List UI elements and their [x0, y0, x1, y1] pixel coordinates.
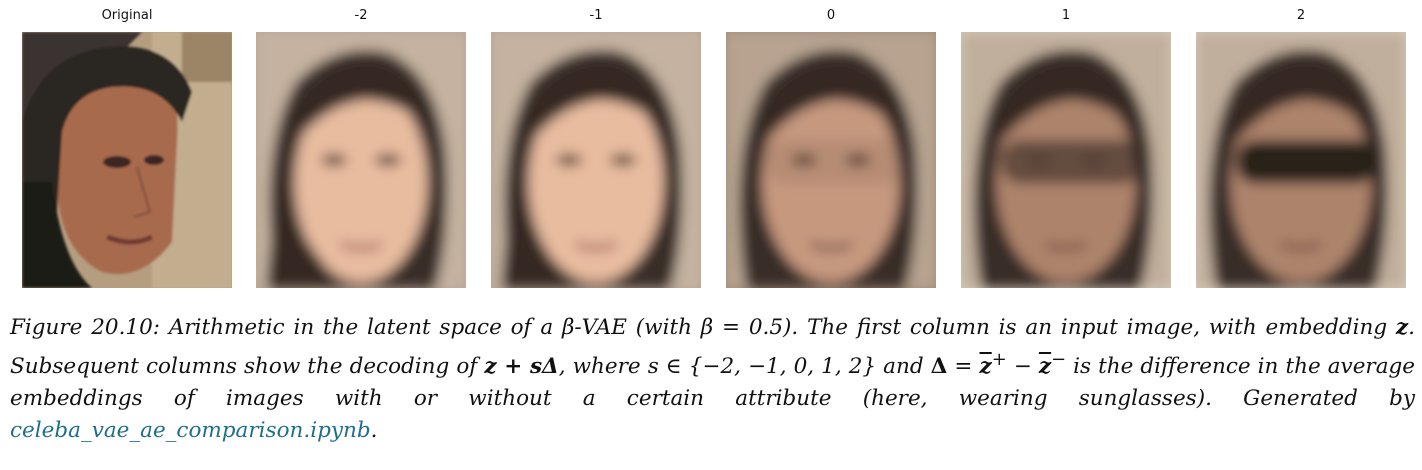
- face-image: [961, 32, 1171, 288]
- minus-sign: −: [1006, 354, 1039, 380]
- face-image: [256, 32, 466, 288]
- decoding-expression: z + sΔ: [484, 354, 559, 380]
- caption-mid1: ). The first column is an input image, w…: [783, 315, 1396, 340]
- panel-title: 2: [1296, 8, 1306, 23]
- equals-sign: =: [947, 354, 980, 380]
- delta-symbol: Δ: [930, 354, 948, 380]
- z-plus-bar: z: [979, 354, 992, 380]
- panel-title: 1: [1061, 8, 1071, 23]
- notebook-link[interactable]: celeba_vae_ae_comparison.ipynb: [10, 418, 371, 444]
- caption-prefix: Figure 20.10: Arithmetic in the latent s…: [10, 315, 562, 340]
- z-minus-bar: z: [1038, 354, 1052, 380]
- beta-equation: β = 0.5: [700, 315, 784, 340]
- caption-mid4: and: [876, 354, 931, 380]
- panel-title: -1: [589, 8, 603, 23]
- face-image: [22, 32, 232, 288]
- figure-caption: Figure 20.10: Arithmetic in the latent s…: [10, 312, 1415, 447]
- panel-title: 0: [826, 8, 836, 23]
- face-image: [726, 32, 936, 288]
- minus-superscript: −: [1051, 349, 1067, 370]
- plus-superscript: +: [991, 349, 1007, 370]
- panel-title: -2: [354, 8, 368, 23]
- caption-mid2: . Subsequent columns show the decoding o…: [10, 315, 1415, 380]
- beta-symbol: β: [561, 315, 575, 340]
- caption-vae: -VAE (with: [574, 315, 701, 340]
- face-image: [1196, 32, 1406, 288]
- caption-rest: is the difference in the average embeddi…: [10, 354, 1415, 412]
- caption-end: .: [370, 418, 378, 444]
- figure-panels: Original -2 -1 0 1 2: [22, 8, 1406, 288]
- panel-title: Original: [101, 8, 153, 23]
- caption-mid3: , where: [558, 354, 648, 380]
- s-set: s ∈ {−2, −1, 0, 1, 2}: [647, 354, 877, 380]
- face-image: [491, 32, 701, 288]
- embedding-z: z: [1395, 315, 1409, 340]
